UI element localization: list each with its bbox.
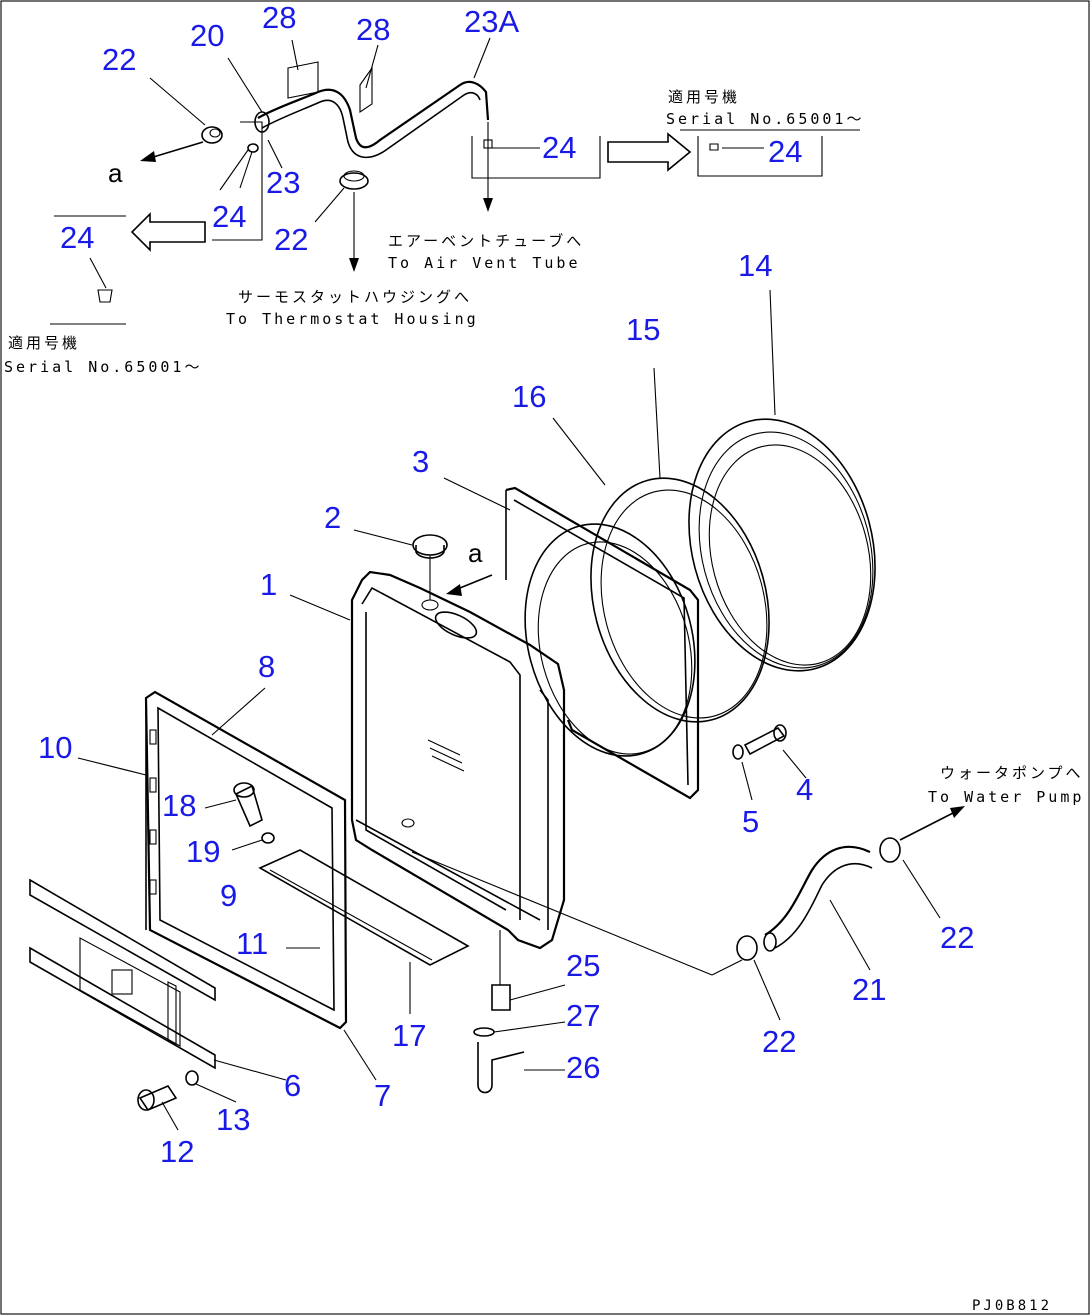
callout-23a: 23A (464, 4, 519, 39)
callout-22: 22 (762, 1024, 796, 1059)
callout-28: 28 (356, 12, 390, 47)
fan-ring (590, 477, 770, 723)
callout-27: 27 (566, 998, 600, 1033)
callout-4: 4 (796, 772, 813, 807)
lower-grille (29, 878, 216, 1070)
callout-14: 14 (738, 248, 772, 283)
note-air-vent-en: To Air Vent Tube (388, 254, 581, 272)
callout-22: 22 (940, 920, 974, 955)
callout-24: 24 (212, 199, 246, 234)
callout-28: 28 (262, 0, 296, 35)
callout-9: 9 (220, 878, 237, 913)
detail-box-24 (471, 136, 601, 179)
callout-24: 24 (60, 220, 94, 255)
callout-1: 1 (260, 567, 277, 602)
large-ring (688, 418, 876, 672)
note-applicable-serial-jp: 適用号機 (668, 88, 740, 106)
callout-26: 26 (566, 1050, 600, 1085)
callout-24: 24 (542, 130, 576, 165)
radiator-core (350, 534, 713, 1094)
callout-10: 10 (38, 730, 72, 765)
note-serial-range: Serial No.65001～ (666, 110, 864, 128)
callout-8: 8 (258, 649, 275, 684)
callout-21: 21 (852, 972, 886, 1007)
callout-15: 15 (626, 312, 660, 347)
view-mark-a: a (108, 158, 123, 188)
callout-22: 22 (102, 42, 136, 77)
callout-20: 20 (190, 18, 224, 53)
note-thermostat-en: To Thermostat Housing (226, 310, 479, 328)
callout-19: 19 (186, 834, 220, 869)
callout-13: 13 (216, 1102, 250, 1137)
drawing-code: PJ0B812 (972, 1298, 1052, 1314)
callout-23: 23 (266, 165, 300, 200)
callout-6: 6 (284, 1068, 301, 1103)
view-mark-a: a (468, 538, 483, 568)
callout-16: 16 (512, 379, 546, 414)
bolt-4 (743, 726, 786, 756)
arrow-left-icon (130, 212, 206, 252)
front-frame (144, 690, 348, 1030)
callout-22: 22 (274, 222, 308, 257)
bolt-12 (138, 1085, 178, 1111)
arrow-right-icon (607, 132, 692, 172)
note-air-vent-jp: エアーベントチューブへ (388, 232, 584, 250)
bracket-17 (258, 849, 470, 966)
callout-17: 17 (392, 1018, 426, 1053)
note-thermostat-jp: サーモスタットハウジングへ (238, 288, 472, 306)
callout-3: 3 (412, 444, 429, 479)
callout-24: 24 (768, 134, 802, 169)
callout-2: 2 (324, 500, 341, 535)
callout-25: 25 (566, 948, 600, 983)
lower-hose (736, 806, 965, 961)
note-serial-range: Serial No.65001～ (4, 358, 202, 376)
note-water-pump-jp: ウォータポンプへ (940, 764, 1084, 782)
callout-18: 18 (162, 788, 196, 823)
callout-5: 5 (742, 804, 759, 839)
callout-7: 7 (374, 1078, 391, 1113)
fan-shroud (505, 486, 700, 800)
note-water-pump-en: To Water Pump (928, 788, 1084, 806)
note-applicable-serial-jp: 適用号機 (8, 334, 80, 352)
hose-assembly-top (140, 61, 493, 272)
callout-12: 12 (160, 1134, 194, 1169)
callout-11: 11 (236, 926, 268, 961)
